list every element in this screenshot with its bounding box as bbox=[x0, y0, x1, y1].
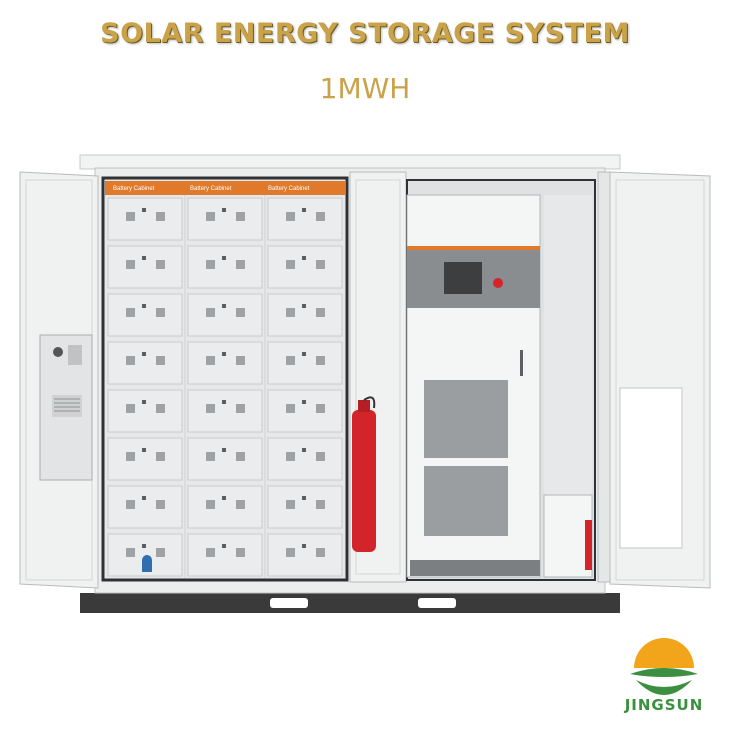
battery-module bbox=[267, 197, 343, 241]
battery-module bbox=[107, 341, 183, 385]
brand-name: JINGSUN bbox=[624, 696, 704, 714]
battery-module bbox=[187, 533, 263, 577]
control-screen bbox=[444, 262, 482, 294]
cabinet-label-2: Battery Cabinet bbox=[190, 186, 232, 192]
battery-module bbox=[107, 245, 183, 289]
battery-module bbox=[107, 389, 183, 433]
vent-grille-upper bbox=[424, 380, 508, 458]
battery-module bbox=[187, 245, 263, 289]
battery-module bbox=[267, 485, 343, 529]
battery-module bbox=[107, 293, 183, 337]
container-roof bbox=[79, 154, 621, 170]
right-door bbox=[597, 171, 711, 589]
fire-extinguisher-icon bbox=[352, 396, 376, 552]
battery-module bbox=[267, 341, 343, 385]
battery-module bbox=[107, 485, 183, 529]
hvac-unit bbox=[39, 334, 93, 481]
page-title: SOLAR ENERGY STORAGE SYSTEM bbox=[100, 18, 630, 49]
battery-module bbox=[187, 389, 263, 433]
battery-module bbox=[267, 389, 343, 433]
battery-module bbox=[187, 293, 263, 337]
battery-module bbox=[267, 437, 343, 481]
battery-module bbox=[107, 437, 183, 481]
door-panel bbox=[619, 387, 683, 549]
battery-module bbox=[187, 485, 263, 529]
cabinet-label-1: Battery Cabinet bbox=[113, 186, 155, 192]
left-door bbox=[19, 171, 99, 589]
base-rail bbox=[80, 593, 620, 613]
cabinet-label-3: Battery Cabinet bbox=[268, 186, 310, 192]
battery-module bbox=[107, 197, 183, 241]
breaker-handle-icon bbox=[142, 555, 152, 572]
emergency-stop-icon bbox=[493, 278, 503, 288]
battery-module bbox=[267, 293, 343, 337]
sun-leaf-logo-icon bbox=[630, 638, 698, 695]
battery-rack bbox=[101, 176, 349, 582]
center-door bbox=[349, 171, 407, 583]
vent-grille-lower bbox=[424, 466, 508, 536]
battery-module bbox=[187, 341, 263, 385]
pcs-cabinet bbox=[406, 179, 596, 581]
battery-module bbox=[187, 437, 263, 481]
battery-module bbox=[267, 533, 343, 577]
battery-module bbox=[267, 245, 343, 289]
page-subtitle: 1MWH bbox=[319, 72, 411, 105]
battery-module bbox=[187, 197, 263, 241]
